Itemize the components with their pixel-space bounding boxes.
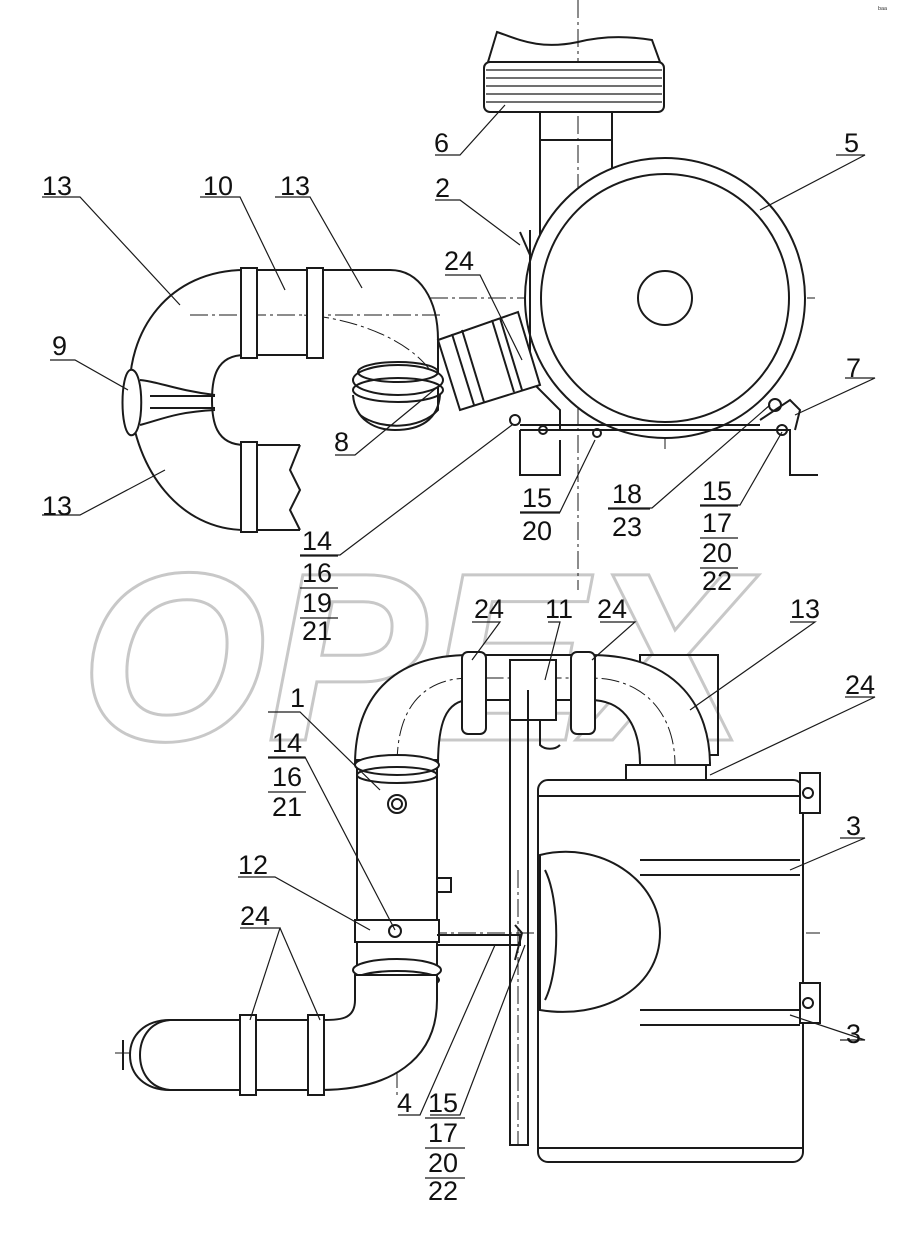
callout-12: 12 [238,850,268,880]
stack-item: 15 [428,1088,458,1118]
air-cleaner-front-view [115,621,876,1163]
stack-15-17-20-22-top: 15 17 20 22 [700,476,738,596]
callout-8: 8 [334,427,349,457]
mounting-strap [509,690,529,1146]
callout-2: 2 [435,173,450,203]
stack-item: 14 [272,728,302,758]
inlet-hose [436,310,542,412]
stack-item: 20 [522,516,552,546]
stack-18-23: 18 23 [608,479,650,542]
intake-pipe-system [121,267,444,533]
stack-14-16-19-21: 14 16 19 21 [300,526,338,646]
mounting-bracket [509,398,818,476]
callout-10: 10 [203,171,233,201]
stack-15-17-20-22-bottom: 15 17 20 22 [425,1088,465,1206]
stack-item: 15 [702,476,732,506]
callout-labels: 6 5 2 24 10 13 13 9 13 8 7 15 20 18 23 1… [42,128,875,1206]
top-leaders [42,104,876,556]
callout-24-front: 24 [845,670,875,700]
stack-item: 23 [612,512,642,542]
callout-3-upper: 3 [846,811,861,841]
stack-item: 14 [302,526,332,556]
callout-24-left: 24 [474,594,504,624]
corner-mark: ᵇᵃᵃ [878,5,888,14]
air-cleaner-top-view [42,0,876,590]
stack-item: 16 [272,762,302,792]
upper-u-pipe [353,651,712,766]
stack-item: 19 [302,588,332,618]
callout-4: 4 [397,1088,412,1118]
callout-13-lower-left: 13 [42,491,72,521]
stack-item: 15 [522,483,552,513]
callout-6: 6 [434,128,449,158]
stack-item: 21 [272,792,302,822]
stack-15-20: 15 20 [520,483,560,546]
callout-24-top: 24 [444,246,474,276]
stack-14-16-21: 14 16 21 [268,728,306,822]
callout-11: 11 [545,594,573,624]
stack-item: 20 [702,538,732,568]
callout-5: 5 [844,128,859,158]
callout-1: 1 [290,683,305,713]
callout-3-lower: 3 [846,1019,861,1049]
callout-24-right: 24 [597,594,627,624]
stack-item: 22 [428,1176,458,1206]
callout-7: 7 [846,353,861,383]
callout-13-front: 13 [790,594,820,624]
stack-item: 22 [702,566,732,596]
callout-9: 9 [52,331,67,361]
stack-item: 18 [612,479,642,509]
stack-item: 16 [302,558,332,588]
front-leaders [238,621,876,1116]
callout-24-lower: 24 [240,901,270,931]
stack-item: 21 [302,616,332,646]
lower-elbow [122,974,438,1096]
cleaner-canister [537,654,821,1163]
stack-item: 17 [702,508,732,538]
air-cleaner-housing [519,157,806,439]
callout-13-upper-left: 13 [42,171,72,201]
pre-cleaner [483,30,665,240]
stack-item: 20 [428,1148,458,1178]
stack-item: 17 [428,1118,458,1148]
callout-13-upper-right: 13 [280,171,310,201]
